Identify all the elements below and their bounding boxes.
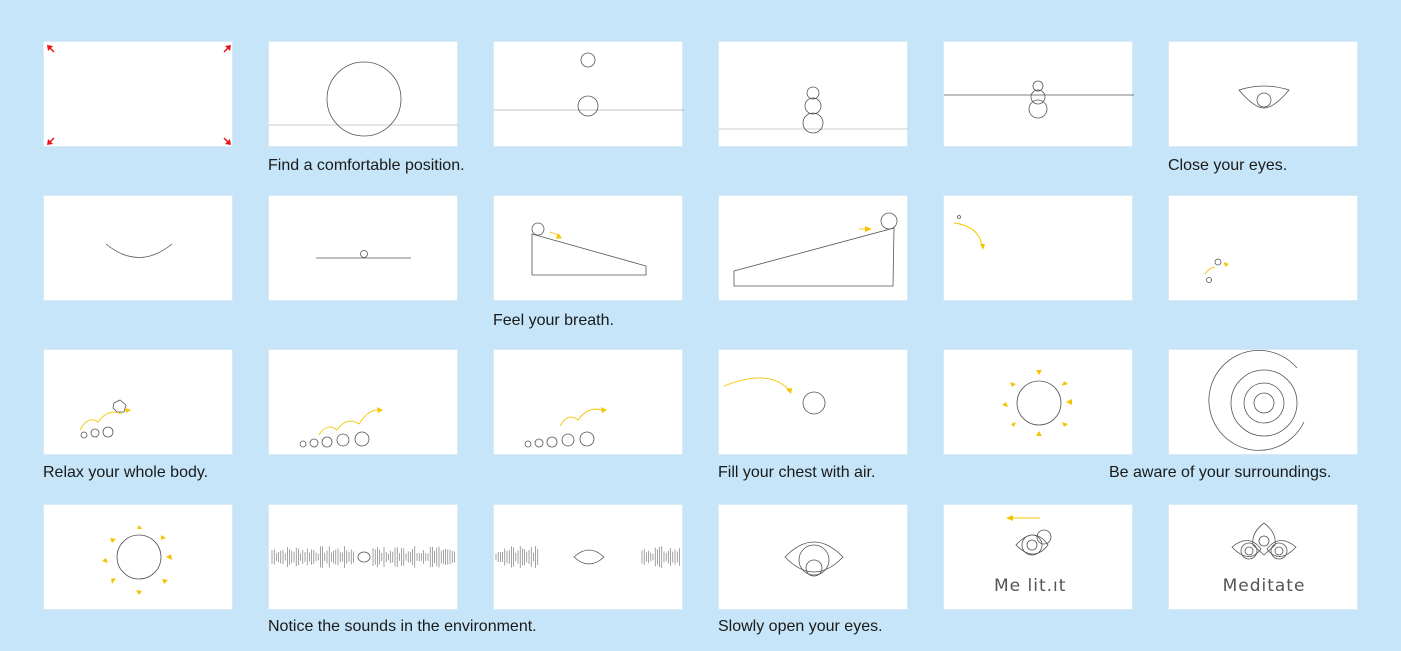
- frame-17-sun: [943, 349, 1133, 455]
- frame-23-logo-forming: Me lit.ıt: [943, 504, 1133, 610]
- lotus-logo-icon: Meditate: [1223, 522, 1306, 596]
- caption-feel-breath: Feel your breath.: [493, 312, 614, 329]
- closing-eye-icon: [1238, 85, 1290, 109]
- frame-16-arc-to-circle: [718, 349, 908, 455]
- hopping-circles-icon: [299, 407, 383, 448]
- corner-arrows-icon: [47, 45, 231, 145]
- frame-6-eye-closing: [1168, 41, 1358, 147]
- frame-9-slope-down: [493, 195, 683, 301]
- frame-1-corners: [43, 41, 233, 147]
- bouncing-balls-icon: [1204, 258, 1229, 283]
- smile-curve-icon: [105, 243, 173, 258]
- caption-open-eyes: Slowly open your eyes.: [718, 618, 883, 635]
- caption-notice-sounds: Notice the sounds in the environment.: [268, 618, 537, 635]
- frame-12-small-balls: [1168, 195, 1358, 301]
- frame-22-eye-open: [718, 504, 908, 610]
- ripple-rings-icon: [1208, 350, 1305, 451]
- rolling-ball-slope-icon: [531, 222, 647, 276]
- frame-10-slope-up: [718, 195, 908, 301]
- frame-2-big-circle: [268, 41, 459, 147]
- sound-wave-icon: [271, 546, 455, 568]
- frame-5-stones-line: [943, 41, 1134, 147]
- frame-19-sun: [43, 504, 233, 610]
- rising-circle-icon: [269, 61, 459, 137]
- caption-close-eyes: Close your eyes.: [1168, 157, 1288, 174]
- sun-icon: [1002, 370, 1072, 436]
- frame-13-bouncing: [43, 349, 233, 455]
- caption-fill-chest: Fill your chest with air.: [718, 464, 876, 481]
- frame-20-sound-wave: [268, 504, 458, 610]
- frame-15-bouncing: [493, 349, 683, 455]
- falling-arc-icon: [953, 215, 985, 250]
- hopping-circles-icon: [524, 407, 607, 448]
- stacked-circles-icon: [494, 52, 684, 117]
- balanced-stones-icon: [719, 86, 909, 134]
- sound-eye-icon: [495, 546, 680, 568]
- ball-on-line-icon: [316, 250, 411, 259]
- frame-4-three-circles: [718, 41, 909, 147]
- frame-3-two-circles: [493, 41, 684, 147]
- frame-18-ripples: [1168, 349, 1358, 455]
- partial-wordmark: Me lit.ıt: [994, 576, 1066, 596]
- open-eye-icon: [784, 541, 844, 577]
- stones-on-line-icon: [944, 80, 1134, 119]
- caption-relax-body: Relax your whole body.: [43, 464, 209, 481]
- caption-be-aware: Be aware of your surroundings.: [1109, 464, 1332, 481]
- lotus-logo-forming-icon: Me lit.ıt: [994, 515, 1066, 596]
- arc-into-circle-icon: [723, 377, 826, 415]
- frame-11-arc: [943, 195, 1133, 301]
- hopping-circles-icon: [79, 399, 131, 439]
- frame-24-logo: Meditate: [1168, 504, 1358, 610]
- frame-14-bouncing: [268, 349, 458, 455]
- sun-icon: [102, 525, 172, 595]
- frame-7-curve: [43, 195, 233, 301]
- ball-on-hill-icon: [733, 212, 898, 287]
- wordmark: Meditate: [1223, 576, 1306, 596]
- frame-8-flat-line: [268, 195, 458, 301]
- frame-21-sound-eye: [493, 504, 683, 610]
- caption-find-position: Find a comfortable position.: [268, 157, 465, 174]
